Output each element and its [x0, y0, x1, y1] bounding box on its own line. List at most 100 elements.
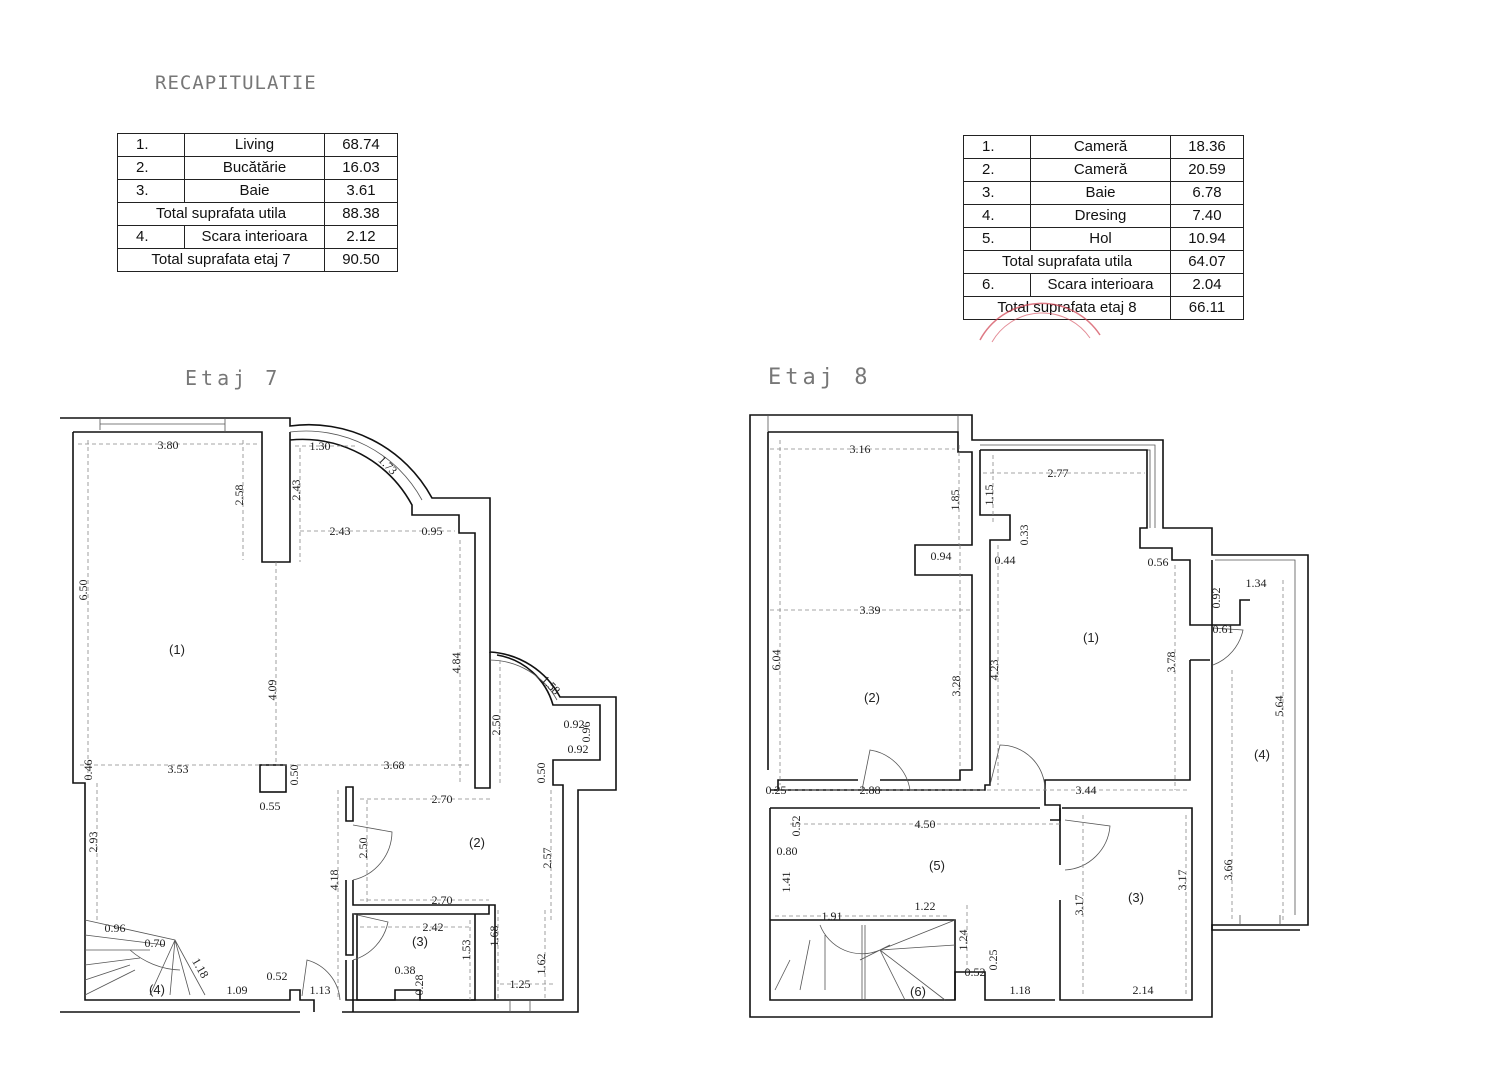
dimension-label: 2.43	[289, 480, 303, 501]
area-value: 10.94	[1170, 227, 1244, 251]
floor7-dimension-labels: 3.80 1.30 1.73 2.58 2.43 2.43 0.95 6.50 (1) 4.09 4…	[76, 438, 593, 997]
dimension-label: 6.04	[769, 650, 783, 671]
dimension-label: 0.70	[145, 936, 166, 950]
dimension-label: 0.38	[395, 963, 416, 977]
dimension-label: 4.18	[327, 870, 341, 891]
area-value: 2.12	[324, 225, 398, 249]
dimension-label: 2.50	[356, 838, 370, 859]
dimension-label: 0.94	[931, 549, 952, 563]
dimension-label: 1.41	[779, 872, 793, 893]
area-value: 66.11	[1170, 296, 1244, 320]
area-value: 2.04	[1170, 273, 1244, 297]
dimension-label: 1.34	[1246, 576, 1267, 590]
dimension-label: 0.92	[568, 742, 589, 756]
dimension-label: 2.57	[540, 848, 554, 869]
dimension-label: 5.64	[1272, 696, 1286, 717]
dimension-label: 3.80	[158, 438, 179, 452]
dimension-label: 1.91	[822, 909, 843, 923]
room-number-label: (3)	[412, 934, 428, 949]
stamp-inner	[991, 312, 1091, 343]
room-name: Scara interioara	[1030, 273, 1171, 297]
dimension-label: 0.52	[789, 816, 803, 837]
room-number-label: (1)	[1083, 630, 1099, 645]
summary-title: RECAPITULATIE	[155, 72, 317, 94]
dimension-label: 1.15	[982, 485, 996, 506]
dimension-label: 1.30	[310, 439, 331, 453]
dimension-label: 1.18	[189, 955, 212, 980]
area-value: 64.07	[1170, 250, 1244, 274]
dimension-label: 0.50	[287, 765, 301, 786]
dimension-label: 3.68	[384, 758, 405, 772]
total-label: Total suprafata etaj 7	[117, 248, 325, 272]
area-value: 20.59	[1170, 158, 1244, 182]
dimension-label: 3.17	[1175, 870, 1189, 891]
area-value: 6.78	[1170, 181, 1244, 205]
dimension-label: 2.58	[232, 485, 246, 506]
dimension-label: 2.42	[423, 920, 444, 934]
dimension-label: 0.92	[1209, 588, 1223, 609]
dimension-label: 1.53	[459, 940, 473, 961]
dimension-label: 0.95	[422, 524, 443, 538]
dimension-label: 0.80	[777, 844, 798, 858]
area-value: 18.36	[1170, 135, 1244, 159]
dimension-label: 0.61	[1213, 622, 1234, 636]
room-name: Baie	[184, 179, 325, 203]
stamp	[979, 302, 1101, 341]
dimension-label: 3.53	[168, 762, 189, 776]
dimension-label: 1.62	[534, 954, 548, 975]
dimension-label: 1.85	[948, 490, 962, 511]
room-number-label: (2)	[469, 835, 485, 850]
dimension-label: 3.16	[850, 442, 871, 456]
dimension-label: 1.68	[487, 926, 501, 947]
room-number-label: (2)	[864, 690, 880, 705]
floor8-plan	[749, 414, 1309, 1018]
room-number-label: (6)	[910, 984, 926, 999]
dimension-label: 1.09	[227, 983, 248, 997]
dimension-label: 2.70	[432, 792, 453, 806]
area-value: 88.38	[324, 202, 398, 226]
dimension-label: 3.66	[1221, 860, 1235, 881]
dimension-label: 0.52	[965, 965, 986, 979]
dimension-label: 4.84	[449, 653, 463, 674]
dimension-label: 1.58	[538, 673, 563, 698]
dimension-label: 4.50	[915, 817, 936, 831]
dimension-label: 0.44	[995, 553, 1016, 567]
dimension-label: 4.23	[987, 660, 1001, 681]
row-number: 3.	[117, 179, 185, 203]
dimension-label: 3.44	[1076, 783, 1097, 797]
dimension-label: 0.52	[267, 969, 288, 983]
dimension-label: 1.73	[375, 453, 400, 478]
row-number: 2.	[963, 158, 1031, 182]
dimension-label: 1.24	[956, 930, 970, 951]
floor7-title: Etaj 7	[185, 366, 282, 390]
dimension-label: 4.09	[265, 680, 279, 701]
dimension-label: 2.70	[432, 893, 453, 907]
dimension-label: 0.96	[579, 722, 593, 743]
room-number-label: (4)	[1254, 747, 1270, 762]
dimension-label: 2.88	[860, 783, 881, 797]
dimension-label: 2.43	[330, 524, 351, 538]
total-label: Total suprafata utila	[117, 202, 325, 226]
floor7-plan	[60, 417, 617, 1013]
row-number: 6.	[963, 273, 1031, 297]
room-number-label: (1)	[169, 642, 185, 657]
dimension-label: 1.25	[510, 977, 531, 991]
dimension-label: 2.14	[1133, 983, 1154, 997]
dimension-label: 2.77	[1048, 466, 1069, 480]
dimension-label: 3.28	[949, 676, 963, 697]
dimension-label: 3.78	[1164, 652, 1178, 673]
dimension-label: 6.50	[76, 580, 90, 601]
dimension-label: 1.22	[915, 899, 936, 913]
dimension-label: 3.39	[860, 603, 881, 617]
dimension-label: 0.28	[412, 975, 426, 996]
dimension-label: 0.46	[81, 760, 95, 781]
dimension-label: 0.96	[105, 921, 126, 935]
